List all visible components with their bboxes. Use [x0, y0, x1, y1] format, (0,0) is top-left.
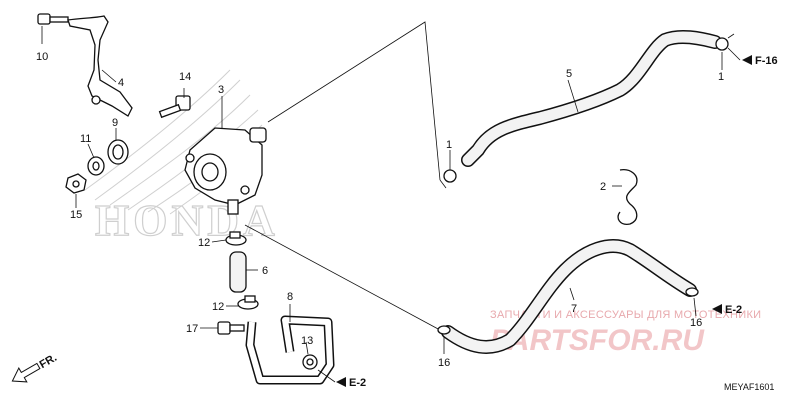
ref-e2-bottom-label: E-2: [349, 377, 366, 389]
diagram-code: MEYAF1601: [724, 382, 774, 392]
callout-6: 6: [262, 265, 268, 277]
clip-16-right: [685, 287, 699, 297]
clamp-12-lower: [237, 295, 259, 310]
callout-14: 14: [179, 71, 191, 83]
callout-1-left: 1: [446, 139, 452, 151]
callout-9: 9: [112, 117, 118, 129]
callout-11: 11: [80, 133, 91, 145]
callout-16-right: 16: [690, 317, 702, 329]
ref-e2-right-label: E-2: [725, 304, 742, 316]
guide-line-lower: [244, 224, 441, 331]
callout-3: 3: [218, 84, 224, 96]
callout-13: 13: [301, 335, 313, 347]
callout-2: 2: [600, 181, 606, 193]
ref-f16: F-16: [742, 55, 778, 67]
front-arrow-label: FR.: [38, 352, 59, 371]
callout-12-lower: 12: [212, 301, 224, 313]
ref-f16-label: F-16: [755, 55, 778, 67]
hose-6: [229, 251, 247, 293]
bolt-17: [217, 321, 245, 335]
callout-7: 7: [571, 303, 577, 315]
callout-12-upper: 12: [198, 237, 210, 249]
front-arrow: FR.: [11, 352, 59, 383]
clip-16-left: [437, 325, 451, 335]
honda-logo-text: HONDA: [95, 196, 279, 245]
guide-line-top: [267, 21, 441, 181]
clip-1-right: [715, 33, 735, 51]
callout-4: 4: [118, 77, 124, 89]
callout-17: 17: [186, 323, 198, 335]
callout-15: 15: [70, 209, 82, 221]
callout-1-right: 1: [718, 71, 724, 83]
clip-2: [617, 169, 638, 225]
air-pump-3: [184, 127, 267, 215]
bolt-10: [37, 13, 69, 25]
bolt-14: [158, 95, 191, 119]
callout-5: 5: [566, 68, 572, 80]
collar-11: [87, 156, 105, 176]
gasket-13: [302, 354, 318, 370]
callout-16-left: 16: [438, 357, 450, 369]
leader-lines: [41, 26, 741, 383]
callout-8: 8: [287, 291, 293, 303]
callout-labels: 10 4 14 3 5 1 1 11 9 15 2 12 6 12 8 17 1…: [36, 51, 724, 369]
ref-e2-right: E-2: [712, 304, 742, 316]
clip-1-left: [439, 169, 457, 189]
bracket-4: [67, 15, 133, 117]
nut-15: [65, 173, 87, 194]
watermark-caption: ЗАПЧАСТИ И АКСЕССУАРЫ ДЛЯ МОТОТЕХНИКИ: [490, 309, 761, 321]
ref-e2-bottom: E-2: [336, 377, 366, 389]
grommet-9: [107, 139, 129, 165]
callout-10: 10: [36, 51, 48, 63]
